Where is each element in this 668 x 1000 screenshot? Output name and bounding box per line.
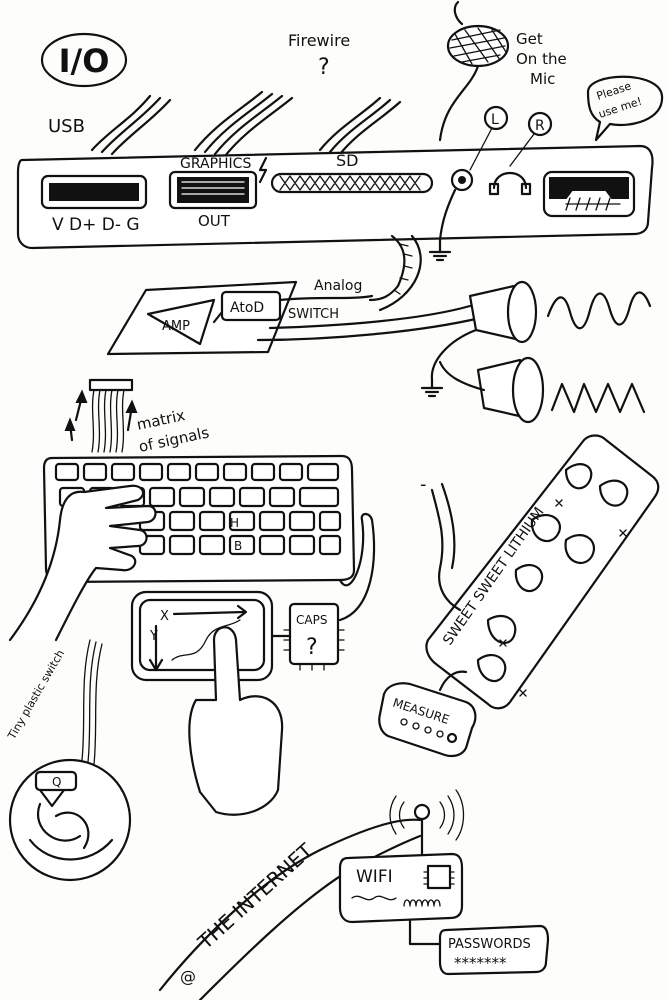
- lightning-icon: [258, 156, 268, 184]
- internet-at: @: [180, 967, 196, 986]
- graphics-label: GRAPHICS: [180, 156, 251, 172]
- analog-label: Analog: [314, 278, 362, 294]
- internet-cable: [158, 818, 422, 992]
- hand-icon-trackpad: [188, 626, 284, 816]
- trackpad-y: Y: [149, 629, 158, 644]
- left-badge: [483, 105, 509, 131]
- mic-label-2: On the: [516, 50, 567, 68]
- left-text: L: [491, 112, 499, 128]
- caps-label: CAPS: [296, 613, 327, 627]
- firewire-question: ?: [318, 55, 330, 80]
- caps-chip: [288, 602, 340, 666]
- sd-slot: [270, 172, 434, 194]
- right-text: R: [535, 118, 545, 134]
- speaker-icon-bottom: [476, 356, 545, 424]
- caps-question: ?: [306, 635, 318, 660]
- amp-label: AMP: [162, 319, 190, 334]
- plastic-switch-label: Tiny plastic switch: [5, 648, 67, 743]
- mic-label-3: Mic: [530, 70, 555, 88]
- sound-wave-bottom: [550, 382, 646, 414]
- measure-box: [378, 682, 477, 758]
- title-bubble: [40, 32, 128, 88]
- sd-label: SD: [336, 151, 358, 170]
- microphone-icon: [438, 0, 510, 142]
- switch-label: SWITCH: [288, 307, 339, 322]
- firewire-label: Firewire: [288, 31, 350, 50]
- sd-cables: [318, 96, 402, 156]
- headphone-icon: [488, 172, 532, 196]
- sound-wave-top: [546, 291, 652, 330]
- usb-cables: [90, 94, 172, 156]
- atod-label: AtoD: [230, 300, 264, 316]
- q-key: [34, 770, 78, 792]
- wifi-chip: [426, 864, 452, 890]
- battery-cells: [476, 463, 629, 683]
- title-text: I/O: [59, 42, 110, 80]
- trackpad-x: X: [160, 609, 169, 624]
- matrix-connector: [88, 378, 134, 392]
- hand-icon-keyboard: [8, 484, 157, 642]
- mic-label-1: Get: [516, 30, 543, 48]
- ground-icon: [428, 238, 452, 262]
- passwords-stars: *******: [454, 954, 507, 972]
- ground-icon-2: [420, 378, 444, 398]
- usb-label: USB: [48, 116, 85, 137]
- passwords-label: PASSWORDS: [448, 937, 531, 952]
- measure-dials: [400, 718, 458, 744]
- battery: [425, 434, 660, 710]
- internet-label: THE INTERNET: [193, 838, 319, 955]
- graphics-cables: [193, 90, 294, 158]
- q-key-label: Q: [52, 775, 61, 789]
- wifi-squiggle: [351, 895, 397, 901]
- wifi-coil: [403, 899, 441, 907]
- graphics-out: OUT: [198, 212, 231, 230]
- wifi-signal-icon: [389, 789, 465, 841]
- key-b-label: B: [234, 539, 242, 553]
- battery-minus: -: [420, 474, 427, 495]
- wifi-label: WIFI: [356, 867, 393, 887]
- usb-pins: V D+ D- G: [52, 215, 140, 235]
- amp-triangle: [146, 298, 216, 346]
- right-badge: [527, 111, 553, 137]
- passwords-box: [438, 924, 550, 976]
- key-h-label: H: [230, 516, 239, 530]
- speaker-icon-top: [468, 280, 538, 344]
- please-bubble: [586, 75, 664, 142]
- atod-box: [220, 290, 282, 322]
